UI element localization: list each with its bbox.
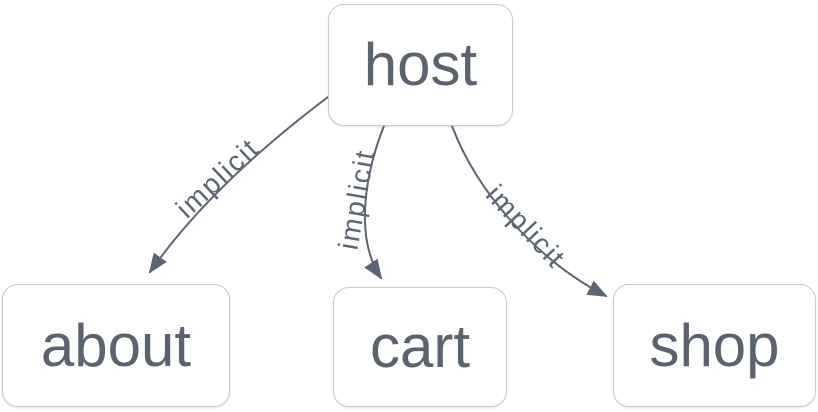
node-shop-label: shop [649,311,780,379]
edge-label-host-shop: implicit [480,179,572,274]
node-cart[interactable]: cart [333,287,507,407]
edge-host-shop [451,125,608,297]
edge-label-host-about: implicit [170,132,265,224]
edge-host-cart [363,125,385,280]
node-cart-label: cart [369,313,471,380]
edge-label-host-cart: implicit [333,147,381,252]
node-about-label: about [40,311,192,379]
node-shop[interactable]: shop [613,284,816,407]
node-about[interactable]: about [2,284,230,407]
node-host[interactable]: host [328,4,513,126]
node-host-label: host [363,31,478,98]
edge-host-about [148,96,329,274]
